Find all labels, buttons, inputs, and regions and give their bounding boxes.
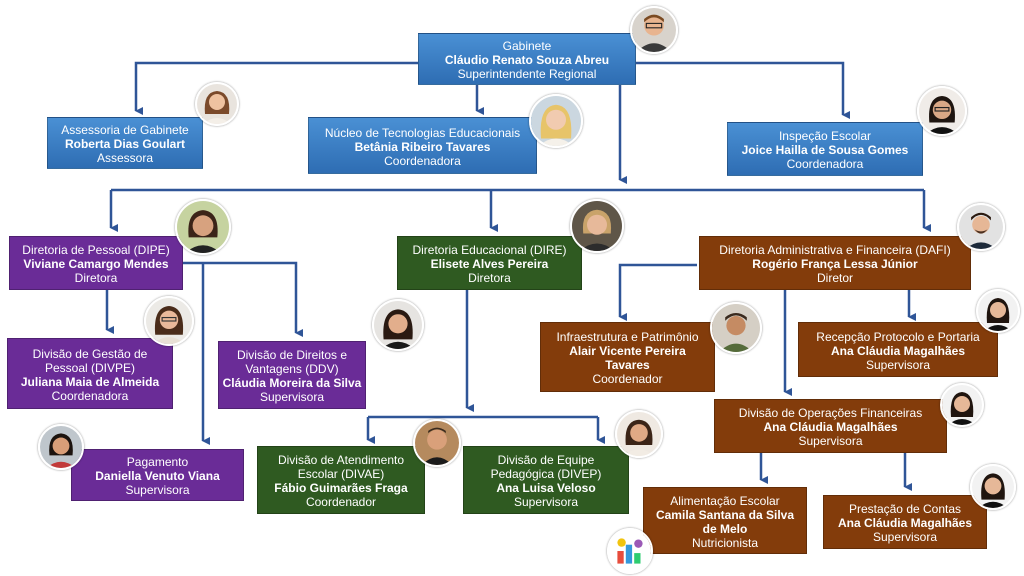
node-title: Divisão de Atendimento Escolar (DIVAE)	[277, 453, 405, 481]
node-role: Nutricionista	[691, 535, 759, 550]
node-role: Coordenador	[592, 372, 663, 386]
node-role: Diretor	[816, 271, 853, 285]
node-role: Diretora	[74, 271, 118, 285]
node-dire: Diretoria Educacional (DIRE) Elisete Alv…	[397, 236, 582, 290]
avatar-photo	[917, 86, 967, 136]
node-dipe: Diretoria de Pessoal (DIPE) Viviane Cama…	[9, 236, 183, 290]
node-role: Superintendente Regional	[457, 67, 597, 81]
node-divpe: Divisão de Gestão de Pessoal (DIVPE) Jul…	[7, 338, 173, 409]
node-title: Diretoria de Pessoal (DIPE)	[22, 243, 170, 257]
node-role: Coordenador	[305, 495, 377, 509]
avatar-photo	[630, 6, 678, 54]
node-name: Ana Cláudia Magalhães	[837, 516, 973, 530]
avatar-photo	[570, 199, 624, 253]
node-title: Alimentação Escolar	[670, 493, 780, 508]
node-name: Juliana Maia de Almeida	[20, 374, 160, 389]
food-illustration-icon	[607, 528, 653, 574]
node-title: Divisão de Direitos e Vantagens (DDV)	[236, 348, 348, 376]
node-divae: Divisão de Atendimento Escolar (DIVAE) F…	[257, 446, 425, 514]
node-inspecao: Inspeção Escolar Joice Hailla de Sousa G…	[727, 122, 923, 176]
node-title: Infraestrutura e Patrimônio	[556, 330, 699, 344]
avatar-photo	[38, 424, 84, 470]
node-title: Assessoria de Gabinete	[61, 123, 189, 137]
node-nte: Núcleo de Tecnologias Educacionais Betân…	[308, 117, 537, 174]
node-name: Ana Luisa Veloso	[496, 481, 596, 495]
node-role: Supervisora	[513, 495, 579, 509]
avatar-photo	[710, 302, 762, 354]
avatar-photo	[615, 410, 663, 458]
node-name: Rogério França Lessa Júnior	[752, 257, 918, 271]
node-role: Supervisora	[872, 530, 938, 544]
connector-gabinete-inspecao	[636, 61, 850, 119]
node-pagamento: Pagamento Daniella Venuto Viana Supervis…	[71, 449, 244, 501]
node-name: Viviane Camargo Mendes	[23, 257, 169, 271]
node-role: Supervisora	[865, 357, 931, 372]
avatar-photo	[413, 419, 461, 467]
node-role: Coordenadora	[51, 388, 129, 403]
node-title: Divisão de Operações Financeiras	[738, 406, 923, 420]
node-name: Joice Hailla de Sousa Gomes	[741, 143, 909, 157]
node-title: Divisão de Equipe Pedagógica (DIVEP)	[490, 453, 602, 481]
avatar-photo	[976, 289, 1020, 333]
node-name: Cláudio Renato Souza Abreu	[444, 53, 610, 67]
node-name: Daniella Venuto Viana	[95, 469, 220, 483]
node-title: Prestação de Contas	[848, 502, 962, 516]
node-gabinete: Gabinete Cláudio Renato Souza Abreu Supe…	[418, 33, 636, 85]
connector-dafi-infra	[618, 263, 697, 321]
node-name: Betânia Ribeiro Tavares	[354, 139, 491, 154]
node-role: Supervisora	[125, 483, 190, 497]
node-title: Pagamento	[126, 455, 189, 469]
node-title: Núcleo de Tecnologias Educacionais	[324, 125, 521, 140]
node-infra: Infraestrutura e Patrimônio Alair Vicent…	[540, 322, 715, 392]
node-role: Coordenadora	[786, 157, 864, 171]
avatar-photo	[529, 94, 583, 148]
node-role: Diretora	[468, 271, 511, 285]
node-role: Supervisora	[798, 434, 863, 448]
node-title: Gabinete	[502, 39, 552, 53]
node-title: Inspeção Escolar	[778, 129, 872, 143]
node-title: Recepção Protocolo e Portaria	[816, 329, 980, 344]
node-name: Fábio Guimarães Fraga	[274, 481, 408, 495]
node-role: Coordenadora	[384, 153, 461, 168]
node-recepcao: Recepção Protocolo e Portaria Ana Cláudi…	[798, 322, 998, 377]
node-divep: Divisão de Equipe Pedagógica (DIVEP) Ana…	[463, 446, 629, 514]
node-role: Assessora	[96, 151, 154, 165]
node-name: Elisete Alves Pereira	[430, 257, 549, 271]
node-title: Divisão de Gestão de Pessoal (DIVPE)	[32, 346, 148, 375]
node-financeiras: Divisão de Operações Financeiras Ana Clá…	[714, 399, 947, 453]
node-alimentacao: Alimentação Escolar Camila Santana da Si…	[643, 487, 807, 554]
avatar-photo	[957, 203, 1005, 251]
avatar-photo	[970, 464, 1016, 510]
node-name: Alair Vicente Pereira Tavares	[569, 344, 686, 372]
node-title: Diretoria Educacional (DIRE)	[412, 243, 567, 257]
avatar-photo	[940, 383, 984, 427]
node-assessoria: Assessoria de Gabinete Roberta Dias Goul…	[47, 117, 203, 169]
node-name: Camila Santana da Silva de Melo	[655, 507, 795, 536]
node-name: Ana Cláudia Magalhães	[763, 420, 898, 434]
node-dafi: Diretoria Administrativa e Financeira (D…	[699, 236, 971, 290]
node-name: Roberta Dias Goulart	[64, 137, 186, 151]
avatar-photo	[175, 199, 231, 255]
avatar-photo	[372, 299, 424, 351]
avatar-photo	[144, 296, 194, 346]
avatar-photo	[195, 82, 239, 126]
node-prestacao: Prestação de Contas Ana Cláudia Magalhãe…	[823, 495, 987, 549]
node-title: Diretoria Administrativa e Financeira (D…	[719, 243, 951, 257]
connector-gabinete-assessoria	[134, 61, 418, 115]
node-name: Cláudia Moreira da Silva	[222, 376, 362, 390]
node-role: Supervisora	[259, 390, 325, 404]
node-ddv: Divisão de Direitos e Vantagens (DDV) Cl…	[218, 341, 366, 409]
node-name: Ana Cláudia Magalhães	[830, 343, 966, 358]
connector-dipe-ddv	[175, 261, 303, 337]
